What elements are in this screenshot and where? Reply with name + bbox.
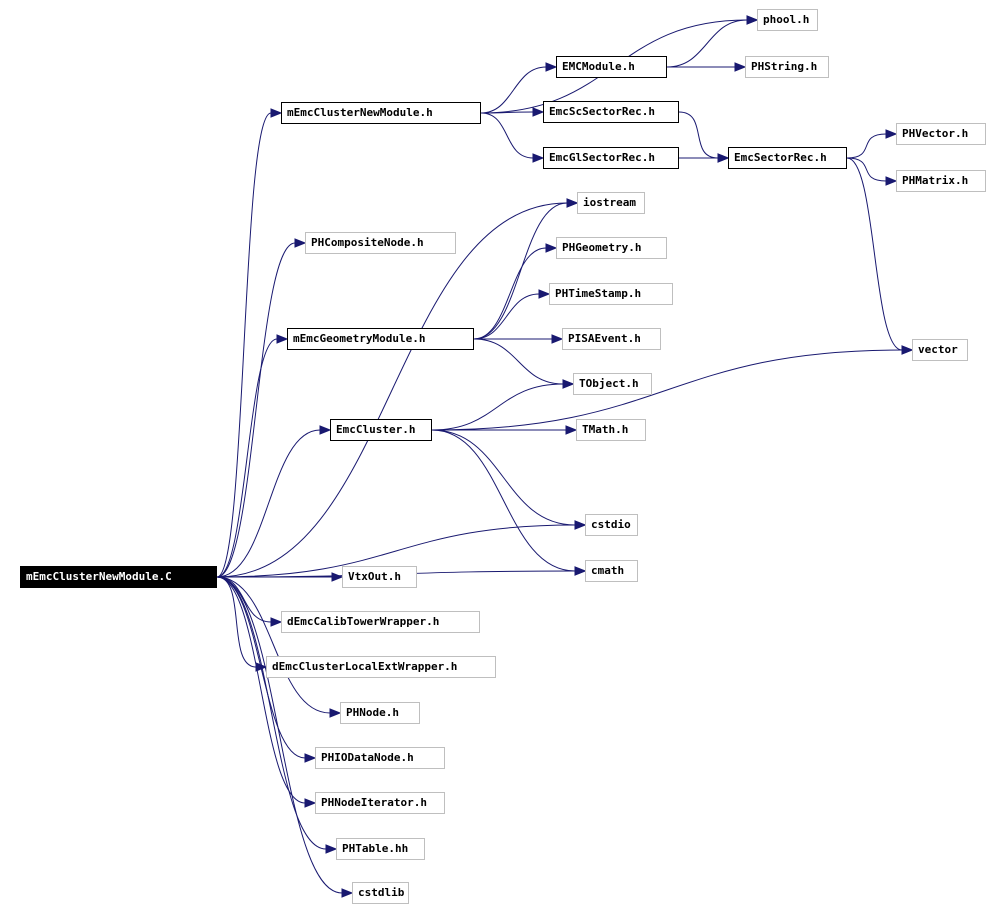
arrowhead-EmcCluster-to-cmath	[574, 566, 587, 576]
edge-root-to-PHTable	[216, 576, 327, 850]
arrowhead-EMCModule-to-PHString	[734, 62, 747, 72]
edge-mEmcGeometryModule-to-PHGeometry	[473, 247, 547, 340]
node-PHCompositeNode-h: PHCompositeNode.h	[305, 232, 456, 254]
edge-EMCModule-to-phool	[666, 19, 748, 68]
edge-EmcCluster-to-TObject	[431, 383, 564, 431]
edge-mEmcClusterNewModule-to-EMCModule	[480, 66, 547, 114]
node-PHNode-h: PHNode.h	[340, 702, 420, 724]
node-dEmcCalibTowerWrapper-h: dEmcCalibTowerWrapper.h	[281, 611, 480, 633]
edge-mEmcGeometryModule-to-PHTimeStamp	[473, 293, 540, 340]
arrowhead-mEmcGeometryModule-to-PHTimeStamp	[538, 289, 551, 299]
arrowhead-root-to-PHCompositeNode	[294, 238, 307, 248]
node-PHVector-h: PHVector.h	[896, 123, 986, 145]
node-dEmcClusterLocalExtWrapper-h: dEmcClusterLocalExtWrapper.h	[266, 656, 496, 678]
node-EmcScSectorRec-h[interactable]: EmcScSectorRec.h	[543, 101, 679, 123]
edge-EmcSectorRec-to-PHVector	[846, 133, 887, 159]
edge-root-to-PHCompositeNode	[216, 242, 296, 578]
node-PISAEvent-h: PISAEvent.h	[562, 328, 661, 350]
node-PHIODataNode-h: PHIODataNode.h	[315, 747, 445, 769]
node-EMCModule-h[interactable]: EMCModule.h	[556, 56, 667, 78]
arrowhead-root-to-PHTable	[325, 844, 338, 854]
node-EmcGlSectorRec-h[interactable]: EmcGlSectorRec.h	[543, 147, 679, 169]
arrowhead-mEmcGeometryModule-to-PISAEvent	[551, 334, 564, 344]
edge-root-to-iostream	[216, 202, 568, 578]
node-VtxOut-h: VtxOut.h	[342, 566, 417, 588]
edge-mEmcGeometryModule-to-iostream	[473, 202, 568, 340]
node-cstdlib: cstdlib	[352, 882, 409, 904]
node-vector: vector	[912, 339, 968, 361]
edge-EmcSectorRec-to-PHMatrix	[846, 157, 887, 182]
edge-EmcCluster-to-cstdio	[431, 429, 576, 526]
node-EmcSectorRec-h[interactable]: EmcSectorRec.h	[728, 147, 847, 169]
arrowhead-EmcGlSectorRec-to-EmcSectorRec	[717, 153, 730, 163]
arrowhead-mEmcGeometryModule-to-PHGeometry	[545, 243, 558, 253]
arrowhead-mEmcGeometryModule-to-iostream	[566, 198, 579, 208]
node-EmcCluster-h[interactable]: EmcCluster.h	[330, 419, 432, 441]
arrowhead-mEmcClusterNewModule-to-EMCModule	[545, 62, 558, 72]
node-root-source-file[interactable]: mEmcClusterNewModule.C	[20, 566, 217, 588]
node-PHString-h: PHString.h	[745, 56, 829, 78]
edge-EmcSectorRec-to-vector	[846, 157, 903, 351]
arrowhead-root-to-PHNodeIterator	[304, 798, 317, 808]
node-PHNodeIterator-h: PHNodeIterator.h	[315, 792, 445, 814]
arrowhead-root-to-PHNode	[329, 708, 342, 718]
edge-root-to-mEmcGeometryModule	[216, 338, 278, 578]
node-iostream: iostream	[577, 192, 645, 214]
arrowhead-EmcCluster-to-TObject	[562, 379, 575, 389]
edge-root-to-cstdio	[216, 524, 576, 578]
arrowhead-EmcCluster-to-vector	[901, 345, 914, 355]
arrowhead-root-to-dEmcCalibTowerWrapper	[270, 617, 283, 627]
node-PHMatrix-h: PHMatrix.h	[896, 170, 986, 192]
arrowhead-EmcSectorRec-to-PHMatrix	[885, 176, 898, 186]
edge-mEmcGeometryModule-to-TObject	[473, 338, 564, 385]
edge-root-to-PHNode	[216, 576, 331, 714]
edge-EmcCluster-to-cmath	[431, 429, 576, 572]
node-cstdio: cstdio	[585, 514, 638, 536]
arrowhead-EMCModule-to-phool	[746, 15, 759, 25]
edge-EmcScSectorRec-to-EmcSectorRec	[678, 111, 719, 159]
arrowhead-EmcSectorRec-to-PHVector	[885, 129, 898, 139]
edge-mEmcClusterNewModule-to-EmcScSectorRec	[480, 111, 534, 114]
arrowhead-mEmcClusterNewModule-to-EmcGlSectorRec	[532, 153, 545, 163]
arrowhead-root-to-mEmcGeometryModule	[276, 334, 289, 344]
arrowhead-root-to-PHIODataNode	[304, 753, 317, 763]
edge-root-to-cstdlib	[216, 576, 343, 894]
node-mEmcGeometryModule-h[interactable]: mEmcGeometryModule.h	[287, 328, 474, 350]
node-PHTable-hh: PHTable.hh	[336, 838, 425, 860]
node-cmath: cmath	[585, 560, 638, 582]
edge-root-to-PHNodeIterator	[216, 576, 306, 804]
edge-EmcCluster-to-vector	[431, 349, 903, 431]
node-PHGeometry-h: PHGeometry.h	[556, 237, 667, 259]
arrowhead-root-to-EmcCluster	[319, 425, 332, 435]
arrowhead-root-to-mEmcClusterNewModule	[270, 108, 283, 118]
arrowhead-mEmcClusterNewModule-to-EmcScSectorRec	[532, 107, 545, 117]
edge-root-to-EmcCluster	[216, 429, 321, 578]
node-PHTimeStamp-h: PHTimeStamp.h	[549, 283, 673, 305]
arrowhead-EmcCluster-to-TMath	[565, 425, 578, 435]
arrowhead-root-to-cstdlib	[341, 888, 354, 898]
node-TMath-h: TMath.h	[576, 419, 646, 441]
arrowhead-root-to-VtxOut	[331, 572, 344, 582]
arrowhead-EmcCluster-to-cstdio	[574, 520, 587, 530]
node-phool-h: phool.h	[757, 9, 818, 31]
edge-mEmcClusterNewModule-to-EmcGlSectorRec	[480, 112, 534, 159]
edge-root-to-mEmcClusterNewModule	[216, 112, 272, 578]
node-TObject-h: TObject.h	[573, 373, 652, 395]
node-mEmcClusterNewModule-h[interactable]: mEmcClusterNewModule.h	[281, 102, 481, 124]
